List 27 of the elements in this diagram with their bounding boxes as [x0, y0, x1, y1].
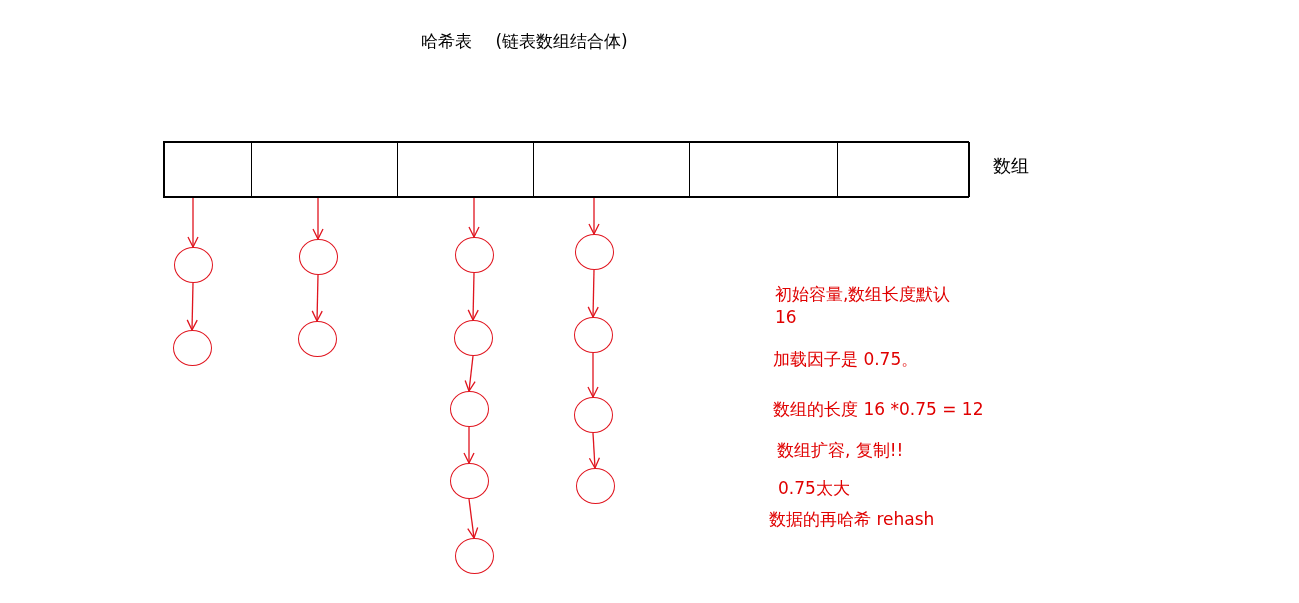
- array-cell: [251, 142, 398, 197]
- note-text: 初始容量,数组长度默认16: [775, 283, 952, 329]
- array-label: 数组: [993, 155, 1029, 177]
- array-cell: [397, 142, 534, 197]
- arrow: [312, 196, 324, 240]
- array-cell: [164, 142, 252, 197]
- note-text: 0.75太大: [778, 478, 850, 499]
- title: 哈希表 (链表数组结合体): [421, 31, 628, 52]
- arrow: [464, 355, 476, 392]
- array-cell: [689, 142, 838, 197]
- arrow: [587, 352, 599, 398]
- arrow: [311, 274, 323, 322]
- note-text: 加载因子是 0.75。: [773, 349, 919, 370]
- arrow: [187, 196, 199, 248]
- arrow: [186, 282, 198, 331]
- note-text: 数据的再哈希 rehash: [769, 509, 935, 530]
- arrow: [463, 426, 475, 464]
- array-cell: [837, 142, 970, 197]
- note-text: 数组的长度 16 *0.75 = 12: [773, 399, 984, 420]
- arrow: [588, 196, 600, 235]
- arrow: [588, 432, 601, 469]
- arrow: [468, 196, 480, 238]
- arrow: [467, 498, 479, 539]
- arrow: [467, 272, 479, 321]
- note-text: 数组扩容, 复制!!: [777, 440, 904, 461]
- array-cell: [533, 142, 690, 197]
- arrow: [587, 269, 599, 318]
